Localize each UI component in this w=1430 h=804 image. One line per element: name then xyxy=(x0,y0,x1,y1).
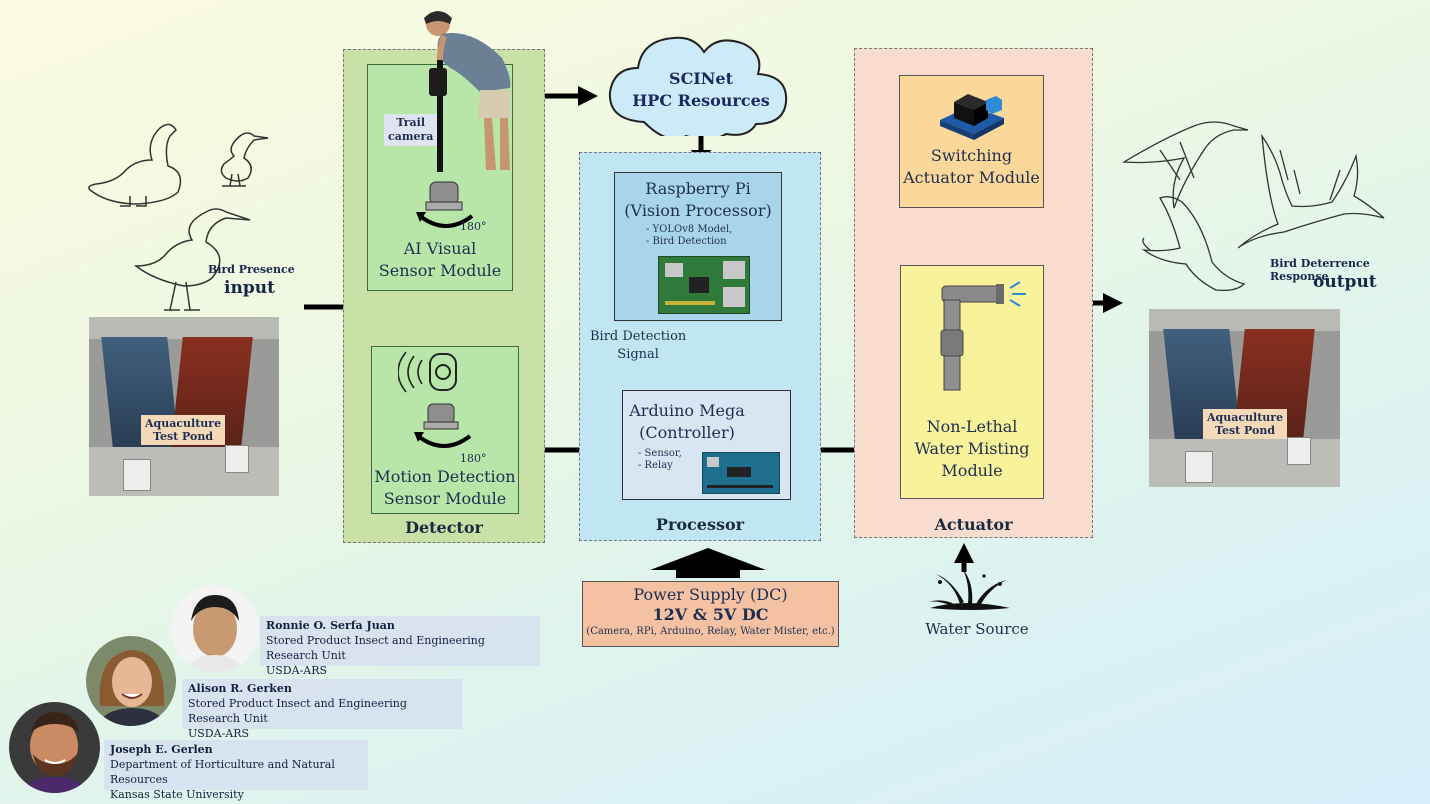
flying-bird-icon xyxy=(1141,196,1246,292)
detector-label: Detector xyxy=(405,518,483,537)
person-card-joseph: Joseph E. Gerlen Department of Horticult… xyxy=(104,740,368,801)
input-label-small: Bird Presence xyxy=(208,263,295,276)
person-card-alison: Alison R. Gerken Stored Product Insect a… xyxy=(182,679,462,740)
flying-heron-icon xyxy=(1121,121,1249,209)
ai-module-title: AI Visual Sensor Module xyxy=(378,239,502,280)
arduino-board-image xyxy=(702,452,780,494)
motion-angle-label: 180° xyxy=(460,452,487,465)
avatar-ronnie xyxy=(171,585,259,673)
relay-module-icon xyxy=(940,94,1004,140)
water-source-label: Water Source xyxy=(925,620,1029,638)
output-pond-tag: Aquaculture Test Pond xyxy=(1203,409,1288,439)
avatar-alison xyxy=(86,636,176,726)
switching-module-title: Switching Actuator Module xyxy=(903,146,1040,187)
raspberry-pi-board-image xyxy=(658,256,750,314)
power-title: Power Supply (DC) xyxy=(633,585,788,604)
motion-sensor-icon xyxy=(398,351,472,448)
rpi-title: Raspberry Pi (Vision Processor) xyxy=(624,179,772,220)
input-pond-photo: Aquaculture Test Pond xyxy=(89,317,279,496)
power-voltage: 12V & 5V DC xyxy=(652,605,769,624)
flying-egret-icon xyxy=(1237,133,1385,249)
egret-icon xyxy=(220,132,269,187)
power-supply-box: Power Supply (DC) 12V & 5V DC (Camera, R… xyxy=(582,581,839,647)
water-misting-module xyxy=(900,265,1044,499)
input-label: input xyxy=(224,278,275,298)
misting-module-title: Non-Lethal Water Misting Module xyxy=(914,417,1030,480)
water-splash-icon xyxy=(928,568,1010,610)
output-label: output xyxy=(1313,272,1377,292)
power-up-arrow xyxy=(650,548,766,578)
actuator-label: Actuator xyxy=(934,515,1013,534)
arduino-title: Arduino Mega (Controller) xyxy=(629,401,745,442)
scinet-label: SCINet HPC Resources xyxy=(632,69,770,110)
arduino-details: - Sensor, - Relay xyxy=(638,448,682,471)
output-pond-photo: Aquaculture Test Pond xyxy=(1149,309,1340,487)
heron-icon xyxy=(133,208,251,311)
motion-detection-sensor-module xyxy=(371,346,519,514)
ai-angle-label: 180° xyxy=(460,220,487,233)
processor-label: Processor xyxy=(655,515,745,534)
mister-icon xyxy=(940,281,1026,391)
power-devices: (Camera, RPi, Arduino, Relay, Water Mist… xyxy=(586,626,835,637)
rotate-180-icon xyxy=(416,181,474,228)
avatar-joseph xyxy=(9,702,100,793)
motion-module-title: Motion Detection Sensor Module xyxy=(374,467,516,508)
rpi-details: - YOLOv8 Model, - Bird Detection xyxy=(646,224,733,247)
trail-camera-person-image xyxy=(424,11,511,172)
output-label-small: Bird Deterrence Response xyxy=(1270,257,1370,283)
bird-detection-signal-label: Bird Detection Signal xyxy=(590,329,687,362)
cloud-icon xyxy=(608,36,788,136)
goose-icon xyxy=(88,123,182,207)
input-pond-tag: Aquaculture Test Pond xyxy=(141,415,226,445)
trail-camera-label: Trail camera xyxy=(384,114,438,146)
person-card-ronnie: Ronnie O. Serfa Juan Stored Product Inse… xyxy=(260,616,540,677)
